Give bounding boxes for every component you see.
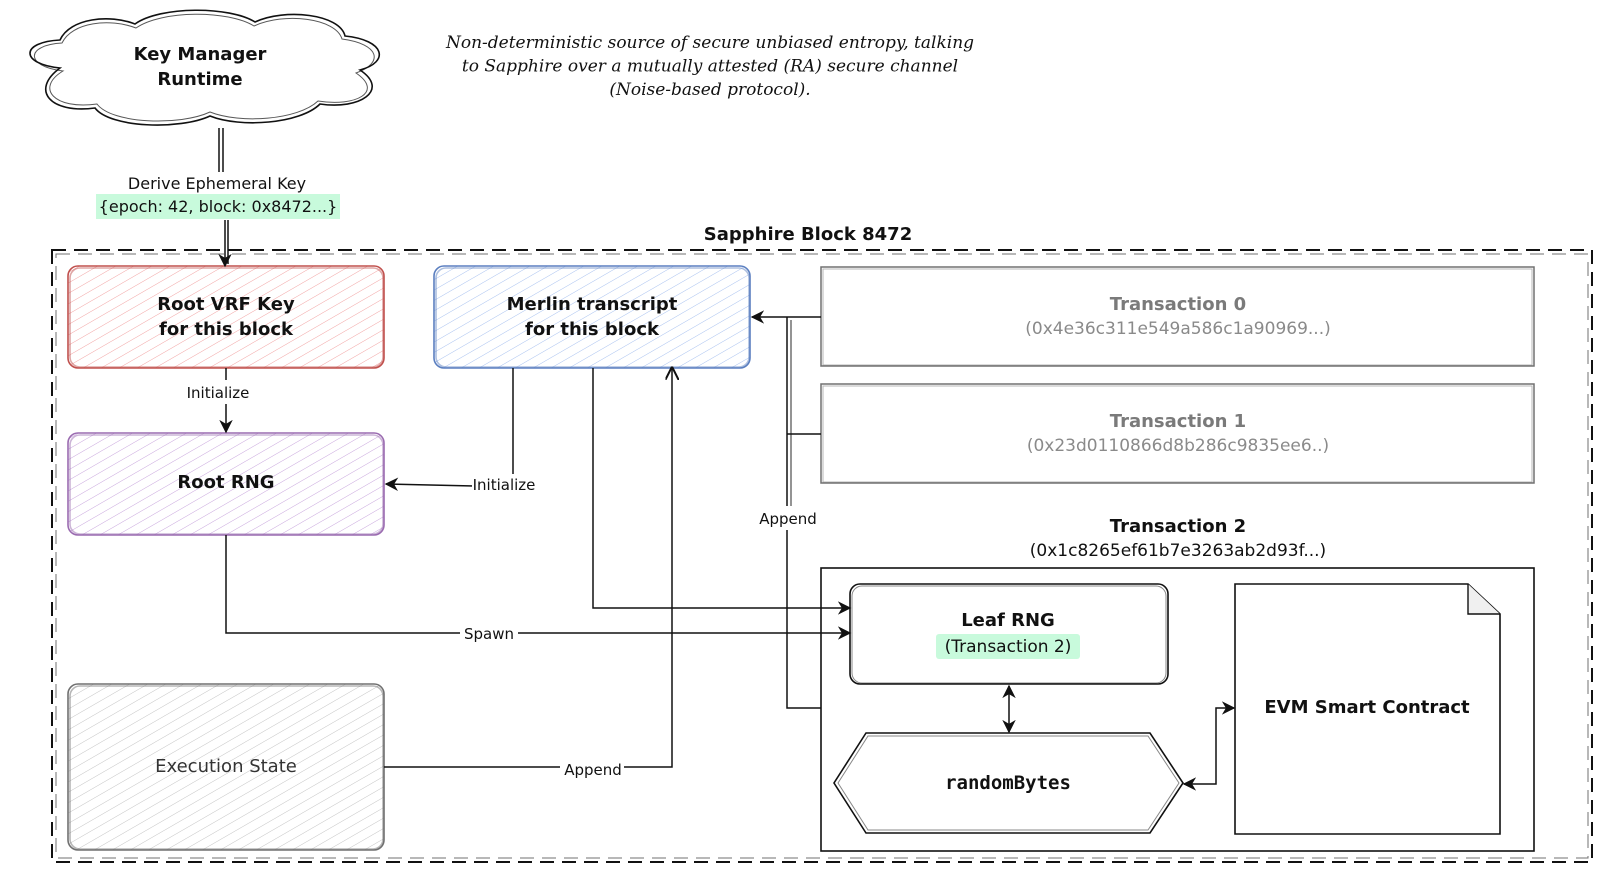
evm-smart-contract-node[interactable]: EVM Smart Contract [1234, 583, 1501, 835]
root-rng-label: Root RNG [177, 472, 274, 493]
execution-state-node[interactable]: Execution State [67, 683, 385, 851]
append-tx-label: Append [759, 510, 817, 528]
transaction-1-hash: (0x23d0110866d8b286c9835ee6..) [1027, 436, 1329, 456]
leaf-rng-highlight [936, 634, 1080, 659]
transaction-1-title: Transaction 1 [1110, 411, 1246, 432]
transaction-2-group: Transaction 2 (0x1c8265ef61b7e3263ab2d93… [820, 516, 1535, 852]
leaf-rng-node[interactable]: Leaf RNG (Transaction 2) [849, 583, 1169, 685]
init-merlin-label: Initialize [473, 476, 536, 494]
sapphire-block-label: Sapphire Block 8472 [704, 224, 912, 245]
transaction-1-node[interactable]: Transaction 1 (0x23d0110866d8b286c9835ee… [820, 383, 1535, 484]
spawn-label: Spawn [464, 625, 514, 643]
derive-params-label: {epoch: 42, block: 0x8472...} [99, 197, 338, 216]
edge-append-transactions: Append [750, 310, 821, 709]
derive-label-highlight [96, 194, 340, 219]
transaction-0-node[interactable]: Transaction 0 (0x4e36c311e549a586c1a9096… [820, 266, 1535, 367]
evm-smart-contract-label: EVM Smart Contract [1264, 697, 1470, 718]
edge-append-execution-state: Append [384, 368, 672, 779]
leaf-rng-subtitle: (Transaction 2) [945, 637, 1072, 657]
sapphire-block-group: Sapphire Block 8472 [51, 224, 1593, 863]
edge-initialize-root-rng: Initialize [186, 368, 250, 434]
cloud-shape [29, 9, 380, 126]
init-vrf-label: Initialize [187, 384, 250, 402]
random-bytes-label: randomBytes [945, 772, 1071, 794]
transaction-0-title: Transaction 0 [1110, 294, 1246, 315]
edge-derive-ephemeral-key: Derive Ephemeral Key {epoch: 42, block: … [96, 128, 340, 268]
edge-spawn: Spawn [225, 535, 852, 643]
derive-label: Derive Ephemeral Key [128, 174, 306, 193]
execution-state-label: Execution State [155, 756, 297, 777]
edge-initialize-from-merlin: Initialize [384, 368, 536, 495]
transaction-2-title: Transaction 2 [1110, 516, 1246, 537]
random-bytes-node[interactable]: randomBytes [833, 732, 1184, 834]
root-rng-node[interactable]: Root RNG [67, 432, 385, 536]
entropy-note: Non-deterministic source of secure unbia… [445, 33, 974, 100]
transaction-0-hash: (0x4e36c311e549a586c1a90969...) [1025, 319, 1331, 339]
edge-random-bytes-evm [1182, 701, 1236, 791]
transaction-2-hash: (0x1c8265ef61b7e3263ab2d93f...) [1030, 541, 1326, 561]
edge-merlin-to-leaf [592, 368, 852, 615]
append-state-label: Append [564, 761, 622, 779]
leaf-rng-title: Leaf RNG [961, 610, 1055, 631]
